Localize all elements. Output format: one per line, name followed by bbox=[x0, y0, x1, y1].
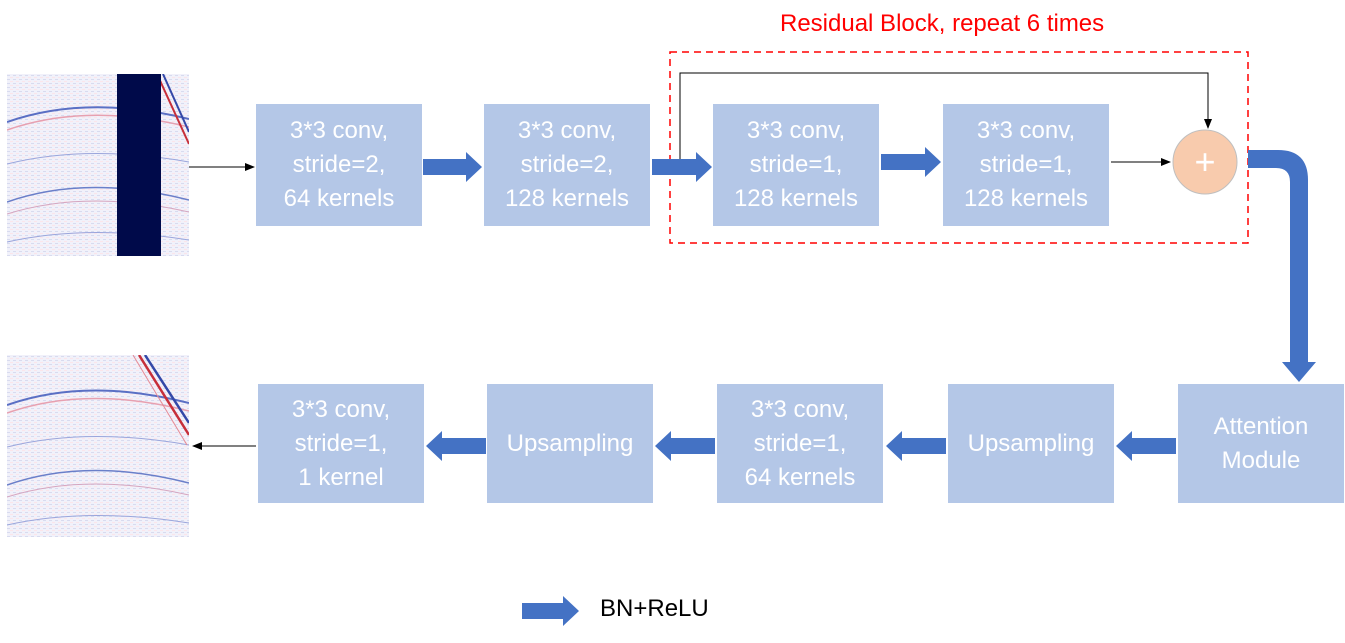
residual-block-frame bbox=[669, 51, 1249, 244]
conv3-block: 3*3 conv, stride=1, 64 kernels bbox=[717, 384, 883, 503]
conv4-line-2: stride=1, bbox=[294, 429, 388, 457]
residual-conv2-block: 3*3 conv, stride=1, 128 kernels bbox=[943, 104, 1109, 226]
conv1-line-2: stride=2, bbox=[292, 151, 386, 178]
legend-label: BN+ReLU bbox=[600, 595, 709, 622]
conv3-line-3: 64 kernels bbox=[744, 463, 856, 491]
bn-relu-arrow-conv3-up2 bbox=[655, 431, 715, 461]
bn-relu-arrow-conv1-conv2 bbox=[423, 152, 482, 182]
input-seismic-image bbox=[7, 74, 189, 256]
conv3-line-2: stride=1, bbox=[753, 429, 847, 457]
res1-line-1: 3*3 conv, bbox=[746, 117, 846, 144]
upsampling1-block: Upsampling bbox=[948, 384, 1114, 503]
legend: BN+ReLU bbox=[520, 593, 760, 627]
bn-relu-arrow-conv2-res1 bbox=[652, 152, 712, 182]
attention-line-2: Module bbox=[1221, 446, 1301, 474]
residual-conv1-block: 3*3 conv, stride=1, 128 kernels bbox=[713, 104, 879, 226]
conv1-line-3: 64 kernels bbox=[283, 185, 395, 212]
attention-module-block: Attention Module bbox=[1178, 384, 1344, 503]
attention-line-1: Attention bbox=[1213, 412, 1309, 440]
res2-line-2: stride=1, bbox=[979, 151, 1073, 178]
bn-relu-arrow-up2-conv4 bbox=[426, 431, 486, 461]
up1-label: Upsampling bbox=[967, 429, 1095, 457]
bn-relu-arrow-attention-up1 bbox=[1116, 431, 1176, 461]
conv4-line-3: 1 kernel bbox=[298, 463, 384, 491]
legend-arrow-icon bbox=[522, 596, 579, 626]
bn-relu-arrow-res1-res2 bbox=[881, 147, 941, 177]
res2-line-3: 128 kernels bbox=[963, 185, 1089, 212]
output-seismic-image bbox=[7, 355, 189, 537]
conv1-block: 3*3 conv, stride=2, 64 kernels bbox=[256, 104, 422, 226]
conv2-block: 3*3 conv, stride=2, 128 kernels bbox=[484, 104, 650, 226]
bn-relu-arrow-up1-conv3 bbox=[886, 431, 946, 461]
conv1-line-1: 3*3 conv, bbox=[289, 117, 389, 144]
res1-line-3: 128 kernels bbox=[733, 185, 859, 212]
residual-block-title: Residual Block, repeat 6 times bbox=[780, 10, 1105, 37]
sum-node: + bbox=[1172, 129, 1238, 195]
conv3-line-1: 3*3 conv, bbox=[750, 395, 850, 423]
sum-symbol: + bbox=[1194, 141, 1215, 182]
conv2-line-1: 3*3 conv, bbox=[517, 117, 617, 144]
res2-line-1: 3*3 conv, bbox=[976, 117, 1076, 144]
skip-connection bbox=[679, 72, 1212, 162]
res1-line-2: stride=1, bbox=[749, 151, 843, 178]
conv2-line-2: stride=2, bbox=[520, 151, 614, 178]
conv2-line-3: 128 kernels bbox=[504, 185, 630, 212]
conv4-line-1: 3*3 conv, bbox=[291, 395, 391, 423]
conv4-block: 3*3 conv, stride=1, 1 kernel bbox=[258, 384, 424, 503]
bn-relu-arrow-sum-to-attention bbox=[1248, 150, 1316, 382]
up2-label: Upsampling bbox=[506, 429, 634, 457]
upsampling2-block: Upsampling bbox=[487, 384, 653, 503]
